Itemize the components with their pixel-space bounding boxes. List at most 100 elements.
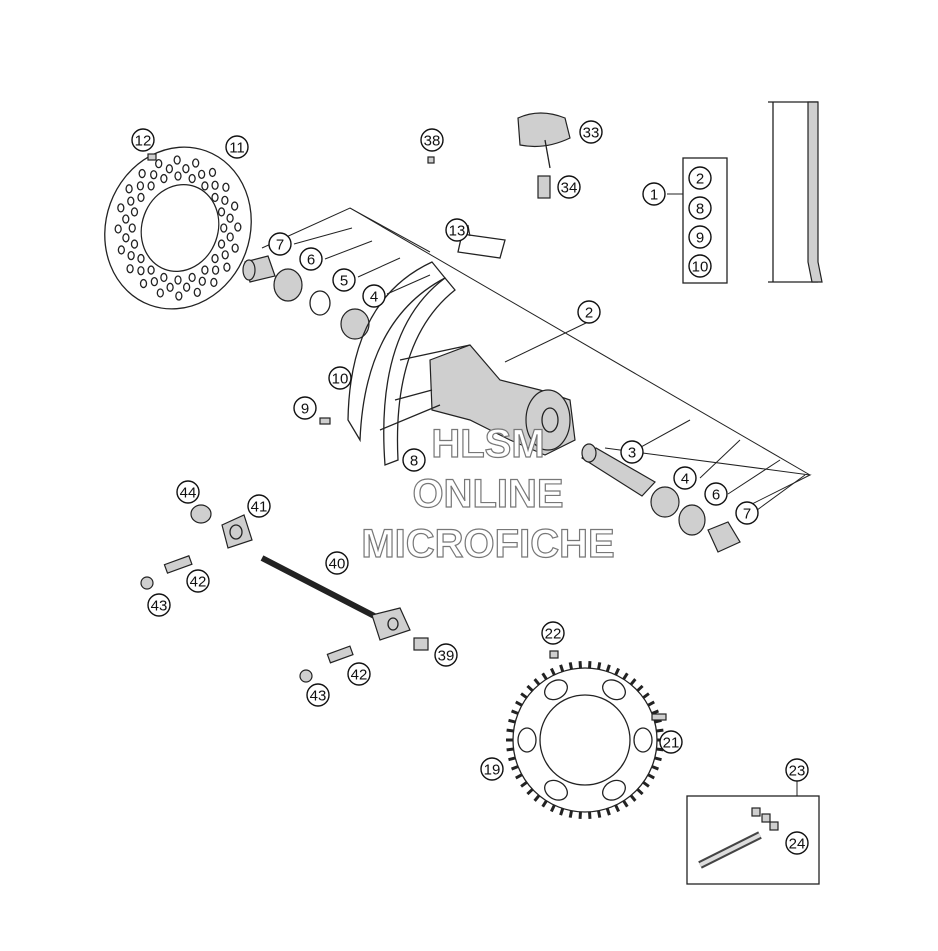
axle-cap-39 xyxy=(413,637,429,651)
sprocket-cutout xyxy=(602,779,626,801)
callout-circle xyxy=(785,831,809,855)
disc-hole xyxy=(160,173,168,184)
sprocket-tooth xyxy=(614,804,620,813)
rim-tape xyxy=(457,224,506,259)
disc-hole xyxy=(198,276,206,286)
callout-33: 33 xyxy=(579,120,603,144)
disc-hole xyxy=(130,239,139,249)
callout-4: 4 xyxy=(673,466,697,490)
spoke xyxy=(768,101,823,283)
sprocket-tooth xyxy=(597,662,602,670)
callout-circle xyxy=(362,284,386,308)
sprocket-tooth xyxy=(550,667,556,676)
callout-4: 4 xyxy=(362,284,386,308)
disc-hole xyxy=(125,184,133,194)
callout-label: 24 xyxy=(789,836,806,853)
right-seal xyxy=(678,504,706,536)
callout-circle xyxy=(673,466,697,490)
disc-hole xyxy=(226,213,234,223)
callout-circle xyxy=(434,643,458,667)
callout-circle xyxy=(688,166,712,190)
disc-hole xyxy=(137,192,145,203)
callout-label: 44 xyxy=(180,485,197,502)
disc-hole xyxy=(174,275,182,285)
disc-hole xyxy=(128,223,136,233)
callout-label: 39 xyxy=(438,648,455,665)
disc-hole xyxy=(150,170,158,180)
callout-6: 6 xyxy=(704,482,728,506)
callout-5: 5 xyxy=(332,268,356,292)
callout-label: 19 xyxy=(484,762,501,779)
sprocket-tooth xyxy=(515,700,523,707)
disc-hole xyxy=(211,253,219,264)
sprocket-tooth xyxy=(520,692,528,699)
callout-23: 23 xyxy=(785,758,809,782)
callout-label: 1 xyxy=(650,187,658,204)
circlip xyxy=(309,290,331,316)
disc-hole xyxy=(138,168,146,179)
watermark-line-1: HLSM xyxy=(431,422,544,466)
adjuster-screw-upper xyxy=(163,555,193,574)
sprocket-tooth xyxy=(642,781,650,788)
callout-label: 23 xyxy=(789,763,806,780)
sprocket-bolt xyxy=(651,713,667,721)
callout-41: 41 xyxy=(247,494,271,518)
disc-hole xyxy=(192,158,200,168)
disc-hole xyxy=(231,243,239,253)
callout-label: 43 xyxy=(310,688,327,705)
callout-circle xyxy=(577,300,601,324)
sprocket-tooth xyxy=(654,756,662,762)
sprocket-tooth xyxy=(559,808,565,816)
sprocket-tooth xyxy=(510,765,519,771)
disc-hole xyxy=(230,201,239,211)
callout-circle xyxy=(247,494,271,518)
disc-hole xyxy=(201,265,209,275)
bushing-34 xyxy=(537,175,551,199)
right-spacer-tube xyxy=(580,443,656,497)
callout-13: 13 xyxy=(445,218,469,242)
disc-hole xyxy=(221,195,229,206)
disc-hole xyxy=(139,278,148,289)
callout-label: 13 xyxy=(449,223,466,240)
sprocket-tooth xyxy=(654,718,662,724)
rear-axle xyxy=(260,555,411,641)
disc-hole xyxy=(174,171,182,181)
callout-38: 38 xyxy=(420,128,444,152)
sprocket-tooth xyxy=(541,672,548,681)
axle-nut xyxy=(190,504,212,524)
callout-circle xyxy=(325,551,349,575)
disc-hole xyxy=(222,182,230,192)
disc-hole xyxy=(156,288,164,298)
left-seal xyxy=(273,268,303,302)
sprocket-tooth xyxy=(515,773,523,780)
callout-9: 9 xyxy=(688,225,712,249)
sprocket-tooth xyxy=(510,709,519,715)
callout-circle xyxy=(642,182,666,206)
sprocket-tooth xyxy=(508,718,516,724)
rear-hub xyxy=(379,344,576,456)
callout-circle xyxy=(402,448,426,472)
disc-hole xyxy=(137,266,145,276)
callout-1: 1 xyxy=(642,182,666,206)
disc-hole xyxy=(136,181,145,191)
sprocket-tooth xyxy=(622,799,629,808)
drive-chain xyxy=(698,831,762,869)
callout-42: 42 xyxy=(347,662,371,686)
disc-hole xyxy=(130,207,139,217)
sprocket-tooth xyxy=(605,808,611,816)
callout-label: 42 xyxy=(190,574,207,591)
disc-hole xyxy=(117,245,126,255)
disc-hole xyxy=(226,232,234,242)
callout-39: 39 xyxy=(434,643,458,667)
sprocket-tooth xyxy=(647,773,655,780)
sprocket-tooth xyxy=(656,728,664,733)
callout-circle xyxy=(328,366,352,390)
lock-nut-lower xyxy=(299,669,313,683)
disc-hole xyxy=(208,167,217,178)
callout-label: 43 xyxy=(151,598,168,615)
screw-38 xyxy=(427,156,435,164)
callout-circle xyxy=(688,225,712,249)
chain-box xyxy=(686,780,820,885)
callout-43: 43 xyxy=(147,593,171,617)
